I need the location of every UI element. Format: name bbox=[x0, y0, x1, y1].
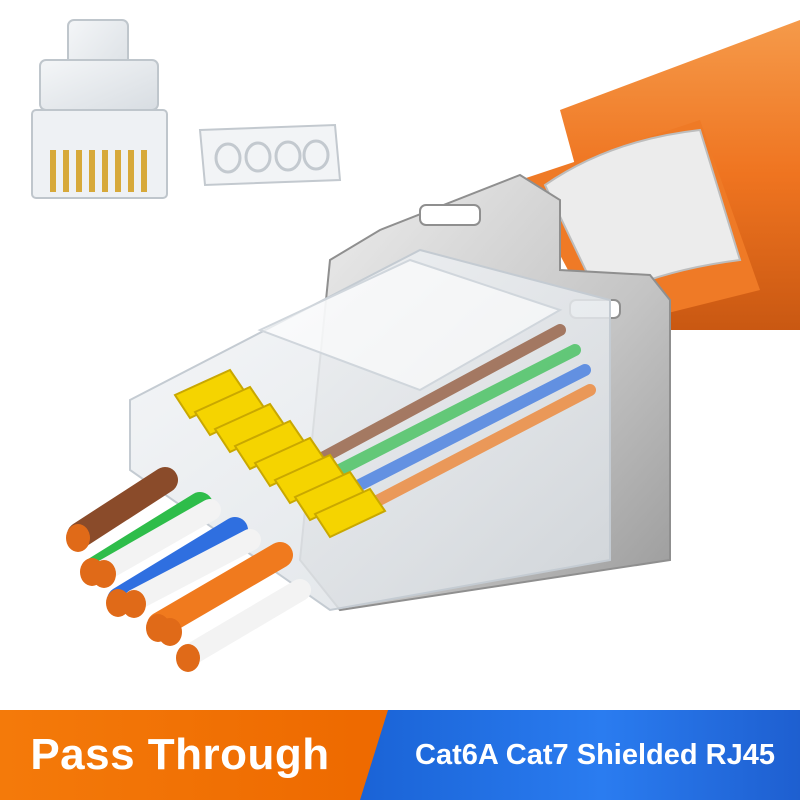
bottom-banner: Pass Through Cat6A Cat7 Shielded RJ45 bbox=[0, 710, 800, 800]
banner-right-panel: Cat6A Cat7 Shielded RJ45 bbox=[360, 710, 800, 800]
gold-contacts bbox=[173, 368, 387, 539]
internal-wires bbox=[294, 324, 596, 516]
small-plug-icon bbox=[31, 19, 168, 199]
load-bar-icon bbox=[198, 123, 342, 187]
banner-left-panel: Pass Through bbox=[0, 710, 388, 800]
rj45-connector-illustration bbox=[31, 19, 800, 672]
pass-through-wires bbox=[67, 467, 311, 666]
banner-title: Pass Through bbox=[30, 730, 330, 779]
banner-subtitle: Cat6A Cat7 Shielded RJ45 bbox=[415, 738, 775, 771]
wire-ends bbox=[66, 524, 200, 672]
